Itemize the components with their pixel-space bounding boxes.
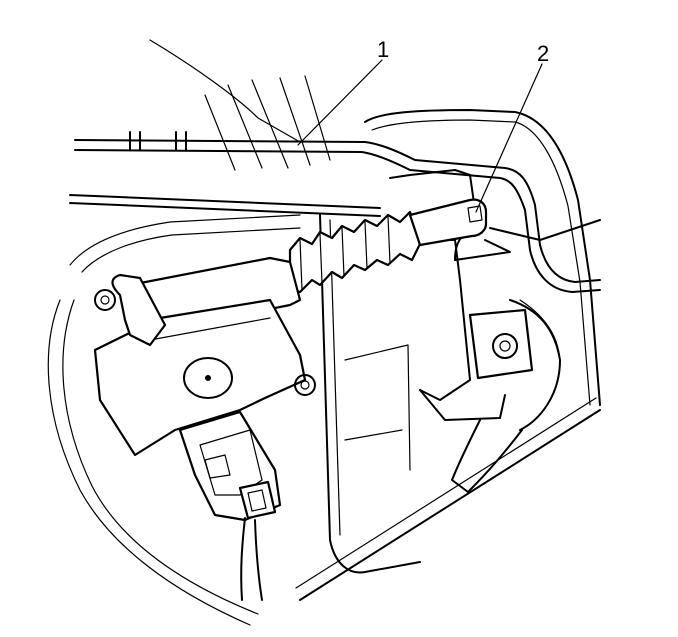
- electrical-connector: [178, 410, 282, 522]
- lock-rod-1: [74, 131, 601, 293]
- mounting-hole-lower: [294, 374, 316, 396]
- lock-rod-2: [69, 194, 601, 261]
- connector-wires: [240, 517, 263, 601]
- callout-label-1: 1: [377, 37, 389, 62]
- motor-hub: [183, 357, 233, 399]
- actuator-housing: [93, 256, 316, 457]
- leader-line-2: [475, 63, 543, 213]
- actuator-rod-end: [408, 198, 488, 247]
- leader-line-1: [297, 59, 383, 146]
- door-panel-outline: [47, 39, 331, 626]
- door-frame: [295, 109, 601, 601]
- callout-label-2: 2: [537, 41, 549, 66]
- mounting-plate: [468, 308, 534, 380]
- actuator-boot: [288, 198, 488, 294]
- callout-leaders: [297, 59, 543, 213]
- mounting-bolt: [492, 333, 518, 359]
- mounting-hole-upper: [94, 289, 116, 311]
